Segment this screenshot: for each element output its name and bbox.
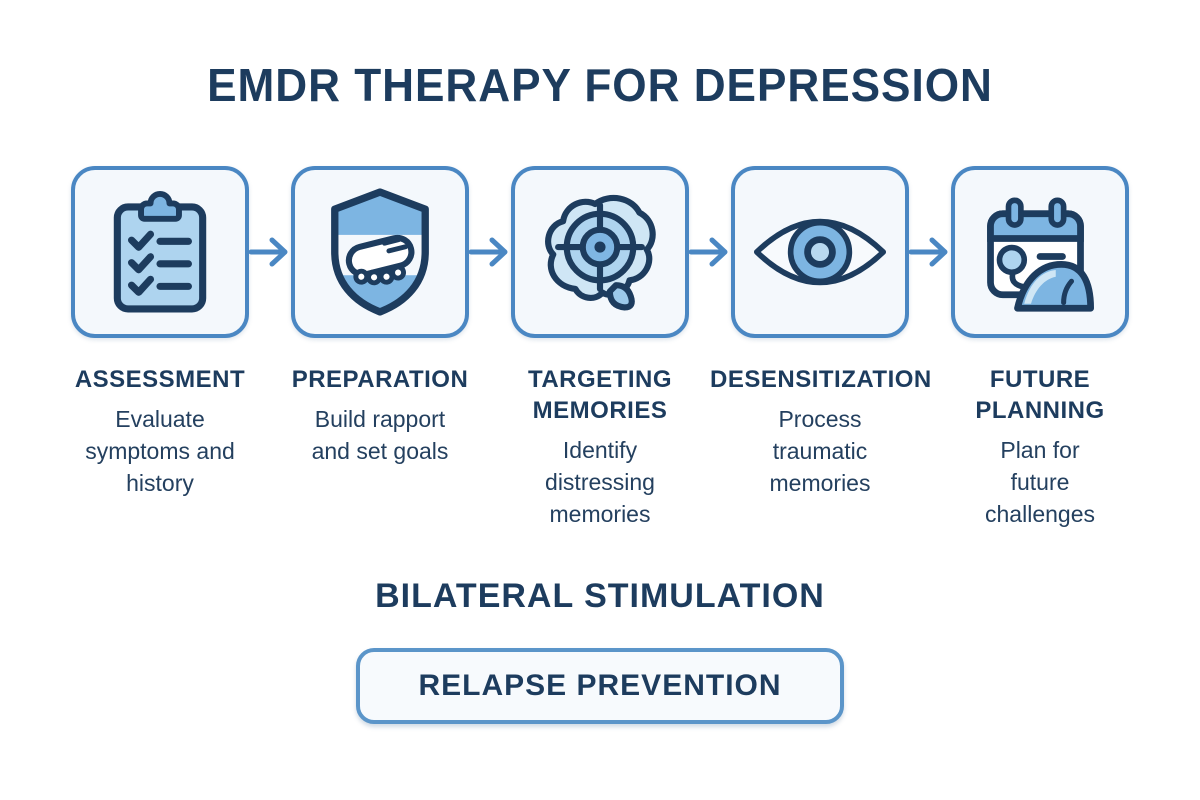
step-box-preparation (291, 166, 469, 338)
step-box-assessment (71, 166, 249, 338)
label-assessment: ASSESSMENT Evaluate symptoms and history (50, 364, 270, 531)
arrow-icon (249, 232, 291, 272)
step-box-desensitization (731, 166, 909, 338)
arrow-icon (909, 232, 951, 272)
clipboard-checklist-icon (100, 188, 220, 316)
step-description: Evaluate symptoms and history (85, 406, 235, 496)
step-labels: ASSESSMENT Evaluate symptoms and history… (50, 364, 1150, 531)
step-description: Process traumatic memories (769, 406, 871, 496)
step-box-future-planning (951, 166, 1129, 338)
label-targeting-memories: TARGETING MEMORIES Identify distressing … (490, 364, 710, 531)
process-flow (0, 166, 1200, 338)
page-title: EMDR THERAPY FOR DEPRESSION (207, 59, 993, 111)
label-future-planning: FUTURE PLANNING Plan for future challeng… (930, 364, 1150, 531)
step-title: DESENSITIZATION (710, 366, 932, 393)
label-desensitization: DESENSITIZATION Process traumatic memori… (710, 364, 932, 531)
label-preparation: PREPARATION Build rapport and set goals (270, 364, 490, 531)
bilateral-stimulation-heading: BILATERAL STIMULATION (375, 576, 825, 615)
step-description: Plan for future challenges (985, 437, 1095, 527)
calendar-icon (977, 189, 1103, 315)
step-title: ASSESSMENT (74, 366, 246, 393)
handshake-shield-icon (318, 186, 442, 318)
brain-target-icon (536, 190, 664, 314)
relapse-prevention-container: RELAPSE PREVENTION (0, 647, 1200, 724)
step-title: FUTURE PLANNING (975, 366, 1105, 425)
arrow-icon (469, 232, 511, 272)
step-title: PREPARATION (291, 366, 469, 393)
arrow-icon (689, 232, 731, 272)
step-description: Identify distressing memories (545, 437, 655, 527)
step-title: TARGETING MEMORIES (527, 366, 673, 425)
step-box-targeting (511, 166, 689, 338)
eye-icon (750, 204, 890, 300)
emdr-infographic: EMDR THERAPY FOR DEPRESSION (0, 58, 1200, 800)
relapse-prevention-badge: RELAPSE PREVENTION (356, 647, 844, 724)
step-description: Build rapport and set goals (311, 406, 449, 464)
